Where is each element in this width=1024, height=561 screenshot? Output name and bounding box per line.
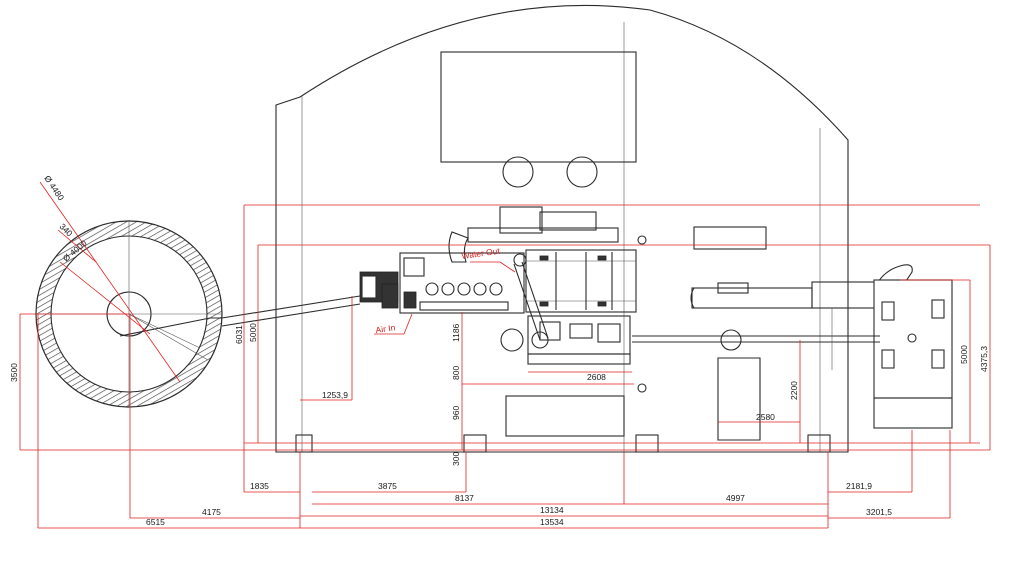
dim-3500: 3500 (9, 363, 19, 382)
dim-2181-9: 2181,9 (846, 481, 872, 491)
dim-4375-3: 4375,3 (979, 346, 989, 372)
dim-13134: 13134 (540, 505, 564, 515)
dim-8137: 8137 (455, 493, 474, 503)
circular-tank (35, 220, 223, 408)
dim-2580: 2580 (756, 412, 775, 422)
dim-2200: 2200 (789, 381, 799, 400)
dim-6031: 6031 (234, 325, 244, 344)
dim-1835: 1835 (250, 481, 269, 491)
room-outline (275, 4, 849, 453)
dim-300: 300 (451, 452, 461, 466)
main-equipment-skid (359, 206, 637, 437)
dimension-lines (19, 204, 991, 529)
dim-13534: 13534 (540, 517, 564, 527)
dim-5000-left: 5000 (248, 323, 258, 342)
water-out-label: Water Out (461, 246, 501, 261)
dim-3875: 3875 (378, 481, 397, 491)
dim-5000-right: 5000 (959, 345, 969, 364)
dim-1186: 1186 (451, 323, 461, 342)
outer-diameter-label: Ø 4480 (42, 174, 66, 203)
air-in-label: Air In (375, 322, 396, 335)
right-side-equipment (632, 235, 953, 441)
dim-960: 960 (451, 406, 461, 420)
dim-6515: 6515 (146, 517, 165, 527)
connecting-pipe (221, 295, 361, 327)
dim-4997: 4997 (726, 493, 745, 503)
dim-1253-9: 1253,9 (322, 390, 348, 400)
dim-2608: 2608 (587, 372, 606, 382)
wall-thickness-label: 340 (58, 221, 75, 238)
dim-3201-5: 3201,5 (866, 507, 892, 517)
dim-4175: 4175 (202, 507, 221, 517)
rear-equipment (440, 51, 767, 250)
dimension-values: 6031 5000 3500 1253,9 1186 800 960 300 2… (9, 323, 989, 527)
dim-800: 800 (451, 366, 461, 380)
